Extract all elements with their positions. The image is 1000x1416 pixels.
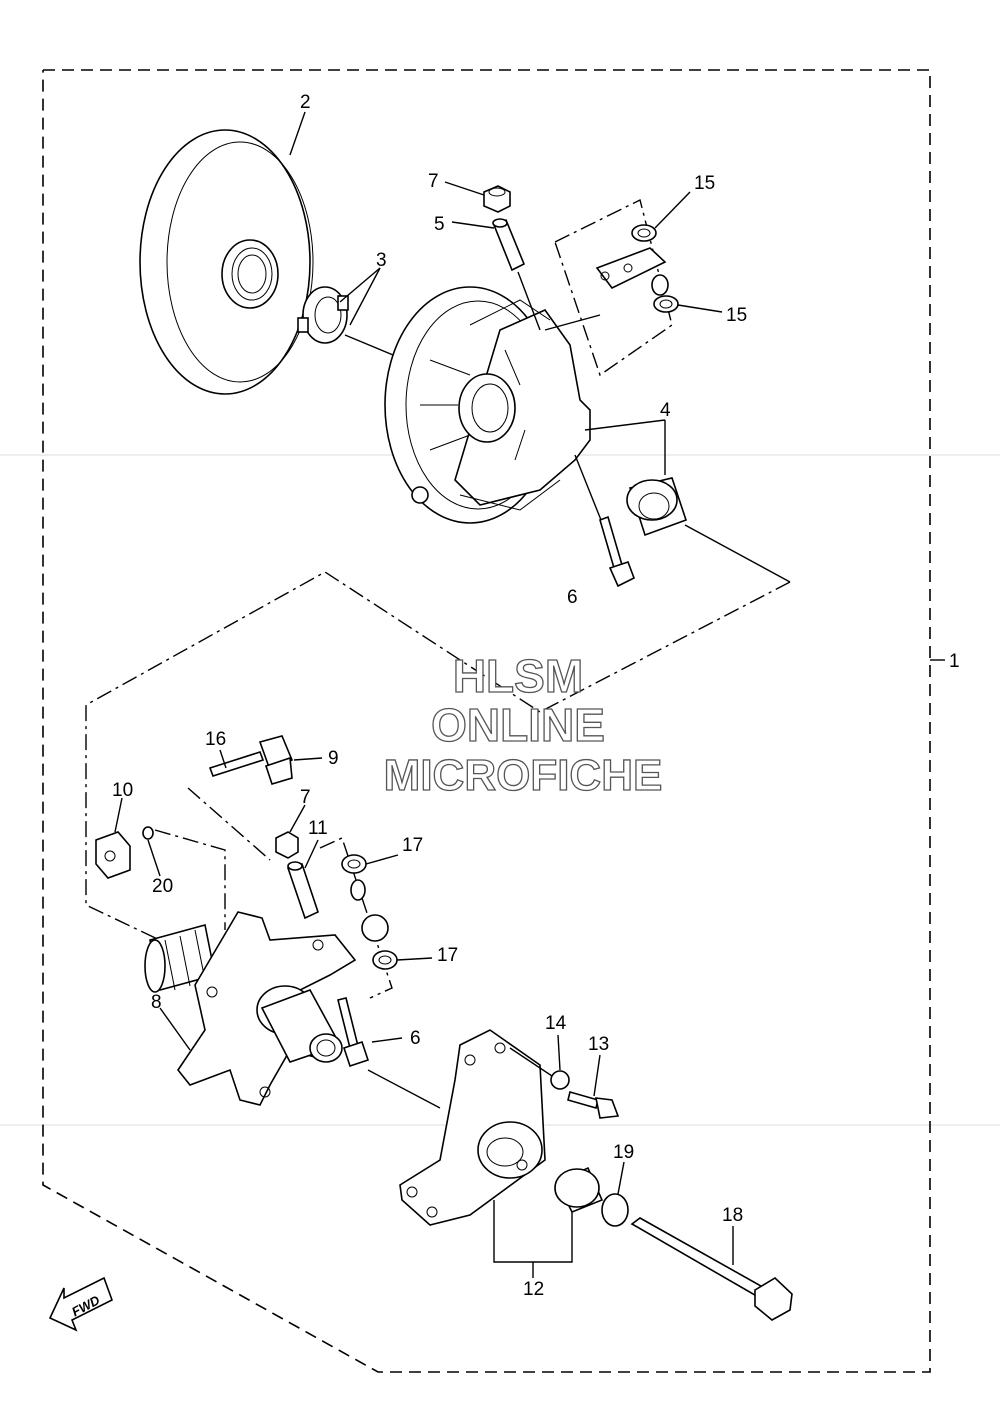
leader-11 [304, 839, 319, 869]
callout-17-top: 17 [402, 835, 423, 856]
callout-15-lower: 15 [726, 305, 747, 326]
roller-assembly [319, 837, 398, 999]
assembly-boundary [42, 69, 931, 1373]
slider-block [258, 735, 294, 785]
connector [154, 829, 226, 930]
leader-15 [677, 304, 723, 313]
bolt-18 [630, 1217, 793, 1321]
leader-8 [159, 1007, 191, 1051]
leader-14 [557, 1034, 561, 1071]
callout-15-top: 15 [694, 173, 715, 194]
leader-15 [654, 191, 691, 229]
leader-17 [396, 957, 433, 961]
connector [187, 787, 271, 861]
leader-9 [293, 757, 323, 761]
callout-1: 1 [949, 651, 960, 672]
callout-20: 20 [152, 876, 173, 897]
callout-19: 19 [613, 1142, 634, 1163]
collar [297, 286, 349, 344]
spider-hub [144, 911, 357, 1106]
washer-14 [550, 1070, 570, 1090]
callout-11: 11 [308, 818, 328, 839]
sheave-disk [139, 129, 314, 395]
leader-13 [593, 1054, 601, 1097]
connector [509, 1047, 553, 1077]
connector [367, 1069, 441, 1109]
movable-sheave [384, 286, 591, 524]
cover-plate [399, 1029, 546, 1226]
connector [517, 271, 541, 331]
callout-12: 12 [523, 1279, 544, 1300]
connector [684, 524, 791, 583]
pin-11 [286, 861, 319, 920]
leader-16 [219, 749, 227, 769]
routing-line [85, 571, 791, 946]
leader-4 [584, 419, 666, 431]
callout-9: 9 [328, 748, 339, 769]
callout-7-top: 7 [428, 171, 439, 192]
bushing [626, 477, 688, 537]
nut-lower [275, 831, 299, 859]
leader-19 [617, 1161, 625, 1195]
callout-14: 14 [545, 1013, 567, 1034]
weight-block [95, 831, 131, 879]
leader-12 [493, 1200, 573, 1263]
leader-17 [365, 854, 399, 865]
callout-13: 13 [588, 1034, 609, 1055]
callout-10: 10 [112, 780, 133, 801]
leader-6 [371, 1037, 403, 1043]
leader-10 [114, 797, 123, 833]
callout-6-lower: 6 [410, 1028, 421, 1049]
callout-6-top: 6 [567, 587, 578, 608]
watermark-line-1: HLSM [453, 650, 583, 702]
connector [544, 314, 601, 331]
bolt-13 [567, 1091, 620, 1119]
arm-assembly [554, 198, 679, 377]
callout-7-lower: 7 [300, 787, 311, 808]
fwd-arrow-icon: FWD [48, 1276, 113, 1332]
sleeve [554, 1166, 604, 1214]
callout-16: 16 [205, 729, 226, 750]
callout-17-lower: 17 [437, 945, 458, 966]
leader-3 [349, 267, 381, 326]
nut-top [483, 185, 511, 213]
ball-20 [142, 826, 154, 840]
pin-16 [208, 751, 265, 777]
leader-7 [444, 181, 485, 196]
bolt-top [599, 515, 636, 588]
callout-4: 4 [660, 400, 671, 421]
pin-top [492, 218, 526, 272]
watermark-line-2: ONLINE [431, 699, 605, 751]
leader-7 [289, 804, 306, 833]
washer-19 [601, 1193, 629, 1227]
callout-2: 2 [300, 92, 311, 113]
connector [574, 454, 602, 521]
callout-18: 18 [722, 1205, 743, 1226]
bolt-lower [337, 997, 370, 1068]
callout-3: 3 [376, 250, 387, 271]
watermark-line-3: MICROFICHE [384, 751, 663, 800]
leader-2 [289, 111, 306, 156]
callout-8: 8 [151, 992, 162, 1013]
leader-5 [451, 221, 495, 229]
leader-20 [147, 839, 161, 877]
leader-3 [339, 267, 381, 303]
callout-5: 5 [434, 214, 445, 235]
